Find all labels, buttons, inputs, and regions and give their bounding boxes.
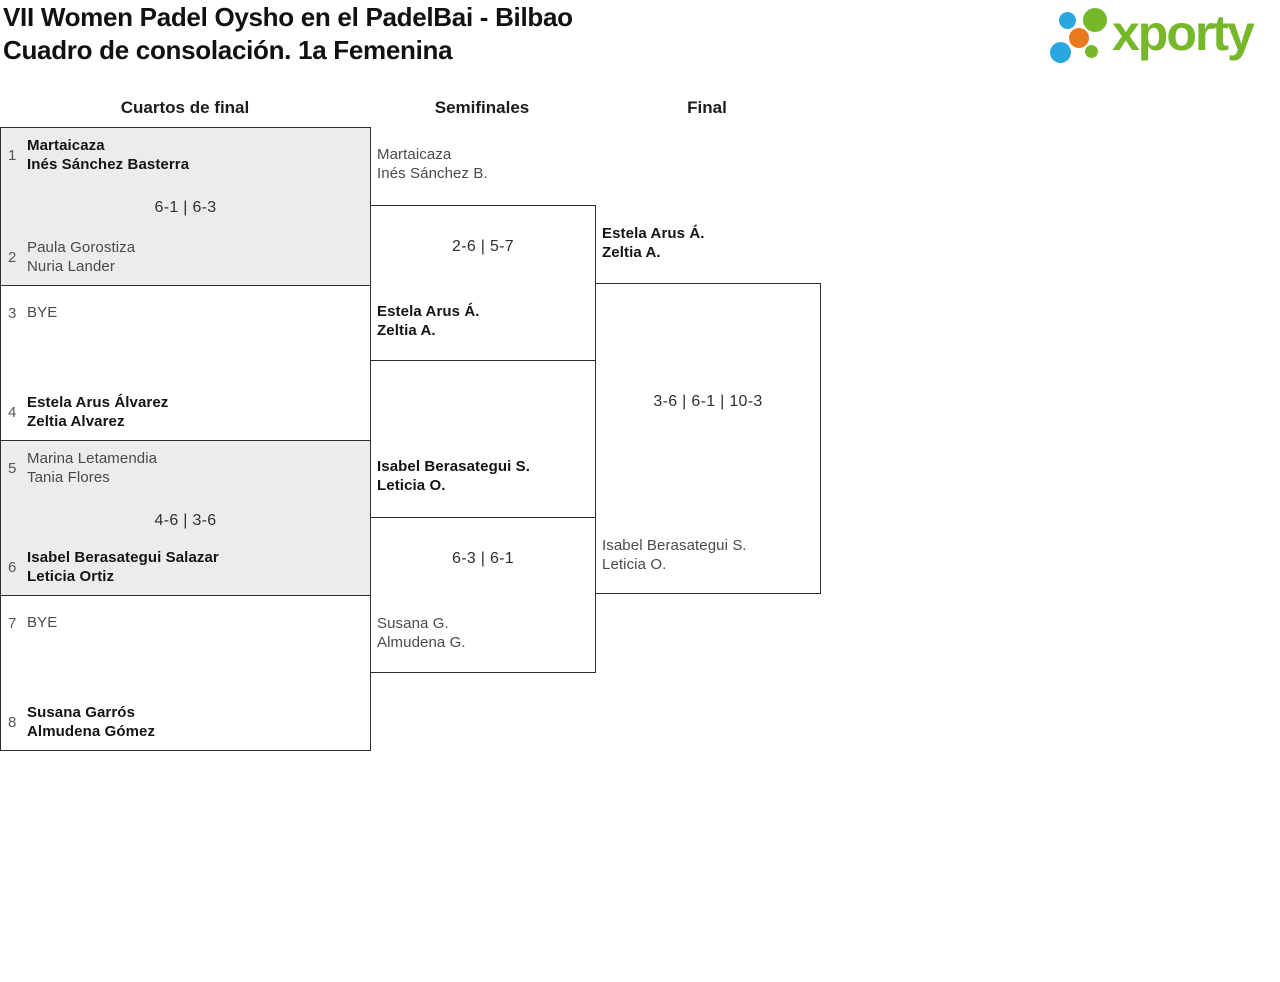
match-quarterfinal-2: 3 BYE 4 Estela Arus Álvarez Zeltia Alvar… bbox=[0, 285, 371, 441]
seed-number: 6 bbox=[8, 559, 17, 576]
player-name: Leticia O. bbox=[602, 555, 667, 573]
player-name: Isabel Berasategui S. bbox=[602, 537, 747, 554]
match-score: 4-6 | 3-6 bbox=[154, 512, 217, 529]
player-name: Paula Gorostiza bbox=[27, 239, 136, 256]
player-name: Zeltia A. bbox=[602, 243, 661, 261]
team-entry: Martaicaza Inés Sánchez B. bbox=[377, 146, 488, 183]
team-entry: Marina Letamendia Tania Flores bbox=[27, 450, 157, 487]
team-entry: Susana Garrós Almudena Gómez bbox=[27, 704, 155, 741]
player-name: Zeltia A. bbox=[377, 321, 436, 339]
match-final: 3-6 | 6-1 | 10-3 bbox=[595, 283, 821, 594]
player-name: Susana G. bbox=[377, 615, 449, 632]
seed-number: 3 bbox=[8, 305, 17, 322]
match-score: 2-6 | 5-7 bbox=[452, 238, 514, 255]
seed-number: 4 bbox=[8, 404, 17, 421]
team-entry: Martaicaza Inés Sánchez Basterra bbox=[27, 137, 189, 174]
match-score: 3-6 | 6-1 | 10-3 bbox=[653, 393, 763, 410]
tournament-title: VII Women Padel Oysho en el PadelBai - B… bbox=[3, 2, 573, 32]
match-semifinal-1: 2-6 | 5-7 bbox=[370, 205, 596, 361]
logo-dot-icon bbox=[1083, 8, 1107, 32]
match-quarterfinal-4: 7 BYE 8 Susana Garrós Almudena Gómez bbox=[0, 595, 371, 751]
team-entry: BYE bbox=[27, 295, 57, 332]
player-name: Isabel Berasategui S. bbox=[377, 458, 531, 475]
xporty-logo: xporty bbox=[1048, 0, 1278, 80]
logo-dot-icon bbox=[1069, 28, 1089, 48]
xporty-logo-text: xporty bbox=[1112, 5, 1255, 61]
logo-dot-icon bbox=[1085, 45, 1098, 58]
match-score: 6-1 | 6-3 bbox=[154, 199, 217, 216]
logo-dot-icon bbox=[1050, 42, 1071, 63]
player-name: Marina Letamendia bbox=[27, 450, 158, 467]
player-name: Estela Arus Á. bbox=[377, 303, 480, 320]
player-name: Nuria Lander bbox=[27, 257, 115, 275]
player-name: Leticia O. bbox=[377, 476, 446, 494]
player-name: Leticia Ortiz bbox=[27, 567, 115, 585]
player-name: Almudena G. bbox=[377, 633, 466, 651]
player-name: Zeltia Alvarez bbox=[27, 412, 125, 430]
match-quarterfinal-1: 1 Martaicaza Inés Sánchez Basterra 6-1 |… bbox=[0, 127, 371, 286]
team-entry: Estela Arus Á. Zeltia A. bbox=[602, 225, 705, 262]
round-header-cuartos-de-final: Cuartos de final bbox=[120, 98, 250, 117]
player-name: Susana Garrós bbox=[27, 704, 136, 721]
bracket-subtitle: Cuadro de consolación. 1a Femenina bbox=[3, 35, 453, 65]
match-quarterfinal-3: 5 Marina Letamendia Tania Flores 4-6 | 3… bbox=[0, 440, 371, 596]
seed-number: 8 bbox=[8, 714, 17, 731]
round-header-semifinales: Semifinales bbox=[434, 98, 530, 117]
seed-number: 2 bbox=[8, 249, 17, 266]
team-entry: Estela Arus Álvarez Zeltia Alvarez bbox=[27, 394, 168, 431]
player-name: Inés Sánchez B. bbox=[377, 164, 488, 182]
page-title: VII Women Padel Oysho en el PadelBai - B… bbox=[3, 1, 573, 67]
player-name: Almudena Gómez bbox=[27, 722, 156, 740]
team-entry: Susana G. Almudena G. bbox=[377, 615, 466, 652]
player-name: Tania Flores bbox=[27, 468, 110, 486]
logo-dot-icon bbox=[1059, 12, 1076, 29]
round-header-final: Final bbox=[687, 98, 727, 117]
team-entry: Estela Arus Á. Zeltia A. bbox=[377, 303, 480, 340]
team-entry: Isabel Berasategui Salazar Leticia Ortiz bbox=[27, 549, 219, 586]
team-entry: Isabel Berasategui S. Leticia O. bbox=[377, 458, 530, 495]
team-entry: Paula Gorostiza Nuria Lander bbox=[27, 239, 135, 276]
player-name: BYE bbox=[27, 304, 58, 322]
seed-number: 1 bbox=[8, 147, 17, 164]
player-name: Isabel Berasategui Salazar bbox=[27, 549, 219, 566]
player-name: Martaicaza bbox=[377, 146, 452, 163]
player-name: Estela Arus Álvarez bbox=[27, 394, 169, 411]
team-entry: BYE bbox=[27, 605, 57, 642]
player-name: BYE bbox=[27, 614, 58, 632]
player-name: Martaicaza bbox=[27, 137, 105, 154]
seed-number: 7 bbox=[8, 615, 17, 632]
player-name: Inés Sánchez Basterra bbox=[27, 155, 190, 173]
team-entry: Isabel Berasategui S. Leticia O. bbox=[602, 537, 747, 574]
match-semifinal-2: 6-3 | 6-1 bbox=[370, 517, 596, 673]
match-score: 6-3 | 6-1 bbox=[452, 550, 514, 567]
seed-number: 5 bbox=[8, 460, 17, 477]
player-name: Estela Arus Á. bbox=[602, 225, 705, 242]
